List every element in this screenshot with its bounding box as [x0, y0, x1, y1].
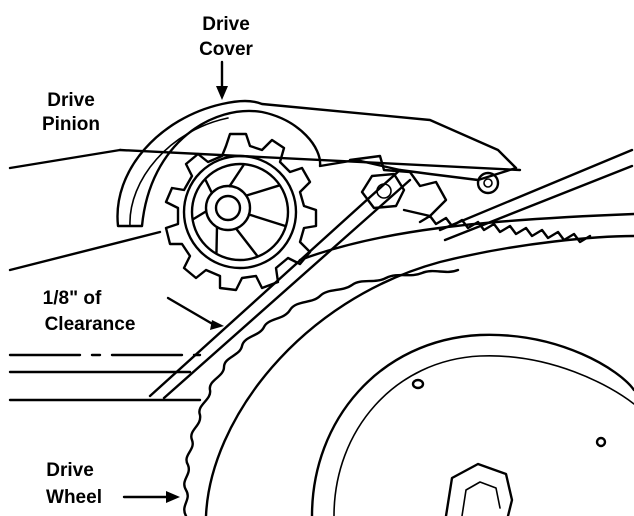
label-drive-wheel-2: Wheel [46, 487, 102, 508]
drive-pinion [164, 132, 318, 292]
label-drive-cover-2: Cover [199, 39, 253, 60]
pinion-rim [182, 154, 298, 270]
pinion-spoke [215, 225, 219, 254]
label-drive-wheel-1: Drive [46, 460, 94, 481]
label-clearance-1: 1/8" of [43, 288, 102, 309]
label-drive-cover-1: Drive [202, 14, 250, 35]
label-clearance-2: Clearance [45, 314, 136, 335]
drive-wheel-teeth [183, 268, 460, 516]
drive-cover-outline [116, 99, 518, 228]
cover-pivot-bolt-center [483, 178, 493, 188]
bolt-hole-1 [411, 378, 425, 390]
frame-line-upper-left [8, 148, 122, 170]
drive-wheel [183, 212, 634, 516]
pinion-spoke [234, 227, 259, 257]
upper-rail-b [443, 164, 634, 242]
adjuster-nut-bore [376, 183, 392, 199]
cover-pivot-bolt [476, 171, 500, 195]
drive-wheel-inner-rim [204, 234, 634, 516]
drive-wheel-hub-inner [333, 355, 634, 516]
clearance-arrowhead [210, 320, 224, 330]
label-drive-pinion-2: Pinion [42, 114, 100, 135]
clearance-leader [166, 296, 218, 328]
pinion-spoke [247, 213, 287, 228]
upper-rail-a [438, 148, 634, 232]
center-hex-nut [444, 462, 514, 516]
adjuster-nut [360, 172, 406, 210]
drive-belt-teeth [418, 214, 592, 244]
pinion-spoke [192, 210, 208, 221]
diagonal-rail-b [162, 178, 412, 400]
labels: Drive Cover Drive Pinion 1/8" of Clearan… [42, 14, 254, 508]
drive-wheel-arrowhead [166, 491, 180, 503]
label-drive-pinion-1: Drive [47, 90, 95, 111]
drive-cover-inner-edge [129, 117, 229, 227]
drive-belt-edge [298, 212, 634, 262]
leaders [122, 60, 228, 503]
frame-line-mid-left [8, 230, 162, 272]
drive-cover [116, 99, 518, 228]
center-hex-nut-inner [461, 481, 501, 516]
pinion-spokes [192, 163, 287, 257]
pinion-inner-rim [190, 162, 290, 262]
pinion-spoke [244, 184, 281, 197]
pinion-hub [204, 184, 252, 232]
pinion-teeth [164, 132, 318, 292]
frame-lines [8, 148, 634, 402]
pinion-bore [214, 194, 242, 222]
drive-cover-arrowhead [216, 86, 228, 100]
cover-bracket [348, 154, 448, 218]
bolt-hole-2 [595, 436, 607, 448]
pinion-spoke [228, 163, 245, 188]
pinion-spoke [204, 178, 214, 195]
drive-wheel-hub-plate [310, 333, 634, 516]
